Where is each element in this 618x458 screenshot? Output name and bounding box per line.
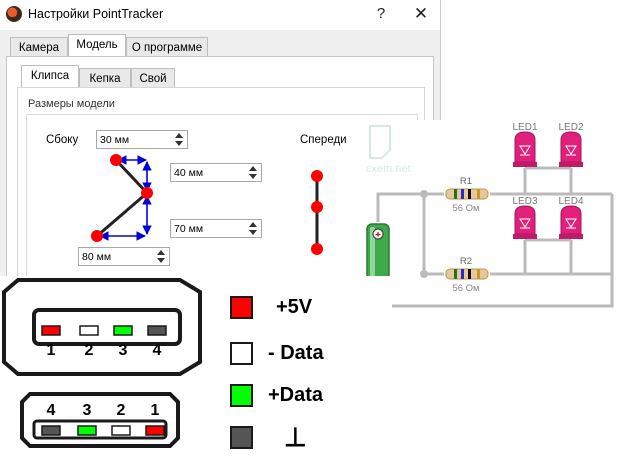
led-schematic: cxem.net + − <box>362 120 618 308</box>
spin-arrows-icon[interactable] <box>175 132 185 147</box>
close-button[interactable]: ✕ <box>413 4 429 23</box>
side-view-label: Сбоку <box>46 134 79 146</box>
front-view-label: Спереди <box>300 134 347 146</box>
bottom-pin-number: 2 <box>116 402 126 419</box>
usb-connector-top <box>2 278 202 376</box>
tab-model[interactable]: Модель <box>68 34 126 57</box>
resistor-r2-value: 56 Ом <box>452 283 479 294</box>
legend-swatch-ground <box>230 426 253 449</box>
schematic-drawing: cxem.net + − <box>366 122 614 308</box>
led4-label: LED4 <box>558 196 583 207</box>
resistor-r2 <box>445 268 489 280</box>
usb-pinout: 1 2 3 4 4 3 2 1 +5V - Data +Data ⊥ <box>0 276 392 458</box>
app-icon <box>6 6 22 22</box>
legend-label-data-plus: +Data <box>268 384 324 406</box>
top-pin-number: 1 <box>46 342 56 359</box>
tab-about[interactable]: О программе <box>126 37 208 57</box>
pin-data-plus <box>77 425 97 436</box>
side-top-length-spinbox[interactable] <box>96 130 188 149</box>
subtab-cap[interactable]: Кепка <box>79 68 131 88</box>
subtab-custom[interactable]: Свой <box>131 68 175 88</box>
wire-junction <box>420 190 428 198</box>
title-bar: Настройки PointTracker ? ✕ <box>0 0 440 30</box>
resistor-r2-name: R2 <box>460 256 472 267</box>
tab-camera[interactable]: Камера <box>10 37 68 57</box>
legend-label-vbus: +5V <box>276 296 313 318</box>
model-point <box>311 243 323 255</box>
pin-data-minus <box>79 325 99 336</box>
model-point <box>110 154 122 166</box>
usb-connector-bottom <box>20 392 180 448</box>
model-arm-line <box>96 191 148 238</box>
top-pin-number: 3 <box>118 342 128 359</box>
watermark-logo: cxem.net <box>366 125 411 175</box>
led1-label: LED1 <box>512 122 537 133</box>
led3-icon <box>513 205 537 239</box>
spin-arrows-icon[interactable] <box>157 249 167 264</box>
bottom-pin-number: 4 <box>46 402 56 419</box>
subtab-clip[interactable]: Клипса <box>21 65 79 88</box>
battery-plus: + <box>375 230 381 241</box>
watermark-text: cxem.net <box>366 163 411 175</box>
side-view-diagram <box>91 154 323 255</box>
model-point <box>311 201 323 213</box>
top-pin-number: 4 <box>152 342 162 359</box>
bottom-pin-number: 1 <box>150 402 160 419</box>
legend-swatch-data-minus <box>230 342 253 365</box>
side-top-length-input[interactable] <box>100 132 168 147</box>
side-upper-arm-input[interactable] <box>174 165 242 180</box>
pin-data-plus <box>113 325 133 336</box>
settings-dialog: Настройки PointTracker ? ✕ Камера Модель… <box>0 0 441 300</box>
led2-icon <box>559 131 583 167</box>
legend-label-data-minus: - Data <box>268 342 324 364</box>
side-bottom-length-input[interactable] <box>82 249 150 264</box>
led2-label: LED2 <box>558 122 583 133</box>
model-point <box>141 187 153 199</box>
pin-vbus <box>41 325 61 336</box>
model-sizes-label: Размеры модели <box>28 98 115 110</box>
model-arm-line <box>114 158 149 195</box>
side-upper-arm-spinbox[interactable] <box>170 163 262 182</box>
resistor-r1 <box>445 188 489 200</box>
bottom-pin-number: 3 <box>82 402 92 419</box>
resistor-r1-name: R1 <box>460 176 472 187</box>
wire-junction <box>420 270 428 278</box>
help-button[interactable]: ? <box>376 5 386 22</box>
spin-arrows-icon[interactable] <box>249 221 259 236</box>
legend-swatch-vbus <box>230 296 253 319</box>
led4-icon <box>559 205 583 239</box>
side-lower-arm-spinbox[interactable] <box>170 219 262 238</box>
led3-label: LED3 <box>512 196 537 207</box>
pin-ground <box>41 425 61 436</box>
model-point <box>311 170 323 182</box>
model-sizes-group <box>26 114 418 300</box>
resistor-r1-value: 56 Ом <box>452 203 479 214</box>
usb-connectors-drawing <box>2 278 202 448</box>
side-bottom-length-spinbox[interactable] <box>78 247 170 266</box>
pin-vbus <box>145 425 165 436</box>
side-lower-arm-input[interactable] <box>174 221 242 236</box>
spin-arrows-icon[interactable] <box>249 165 259 180</box>
window-title: Настройки PointTracker <box>28 7 164 21</box>
top-pin-number: 2 <box>84 342 94 359</box>
legend-swatch-data-plus <box>230 384 253 407</box>
pin-ground <box>147 325 167 336</box>
ground-symbol-icon: ⊥ <box>284 422 307 452</box>
model-point <box>91 230 103 242</box>
led1-icon <box>513 131 537 167</box>
pin-data-minus <box>111 425 131 436</box>
